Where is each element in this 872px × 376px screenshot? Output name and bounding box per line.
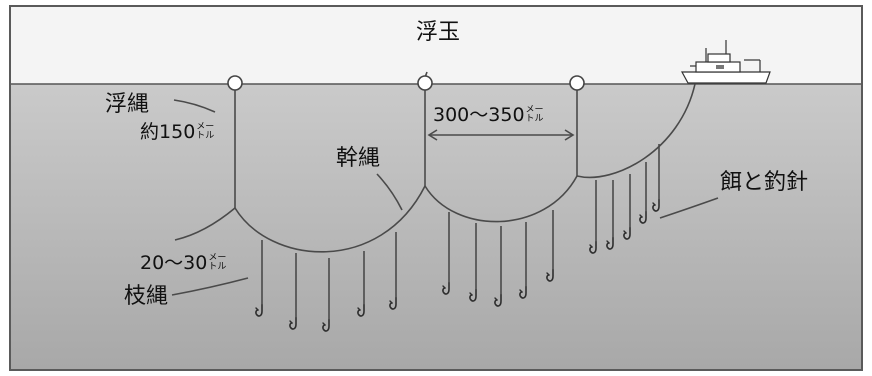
unit-top: メー (196, 122, 215, 132)
bait-hook-leader (659, 197, 719, 219)
unit-top: メー (525, 105, 544, 115)
unit-bottom: トル (208, 262, 227, 272)
sea (10, 84, 862, 370)
span-arrow-right (564, 129, 575, 141)
float-label: 浮玉 (416, 20, 461, 45)
float-rope-length-unit: メートル (196, 123, 214, 141)
unit-top: メー (208, 253, 227, 263)
branch-length-value: 20〜30 (140, 252, 208, 274)
branch-line-label: 枝縄 (124, 284, 169, 309)
line-system (171, 71, 719, 320)
span-length-value: 300〜350 (433, 104, 525, 126)
float-1 (227, 75, 243, 91)
main-line-label: 幹縄 (336, 146, 381, 171)
unit-bottom: トル (196, 131, 215, 141)
float-rope-length-value: 150 (159, 121, 196, 143)
diagram-frame (9, 5, 863, 371)
float-3 (569, 75, 585, 91)
main-line-segment-2 (424, 175, 578, 223)
float-rope-length-prefix: 約 (140, 121, 160, 143)
float-rope-label: 浮縄 (105, 92, 150, 117)
float-2 (417, 75, 433, 91)
branch-length-unit: メートル (208, 254, 226, 272)
main-line-left-end (174, 207, 236, 241)
float-rope-leader (173, 99, 216, 113)
main-line-segment-3 (576, 83, 696, 179)
bait-hook-label: 餌と釣針 (720, 170, 809, 195)
floats (227, 75, 585, 91)
branch-line-leader (171, 277, 249, 296)
main-line-leader (376, 173, 403, 211)
main-line-segment-1 (234, 185, 426, 253)
span-arrow-left (427, 129, 438, 141)
unit-bottom: トル (525, 114, 544, 124)
fishing-ship-icon (680, 40, 771, 84)
span-length-unit: メートル (526, 106, 544, 124)
